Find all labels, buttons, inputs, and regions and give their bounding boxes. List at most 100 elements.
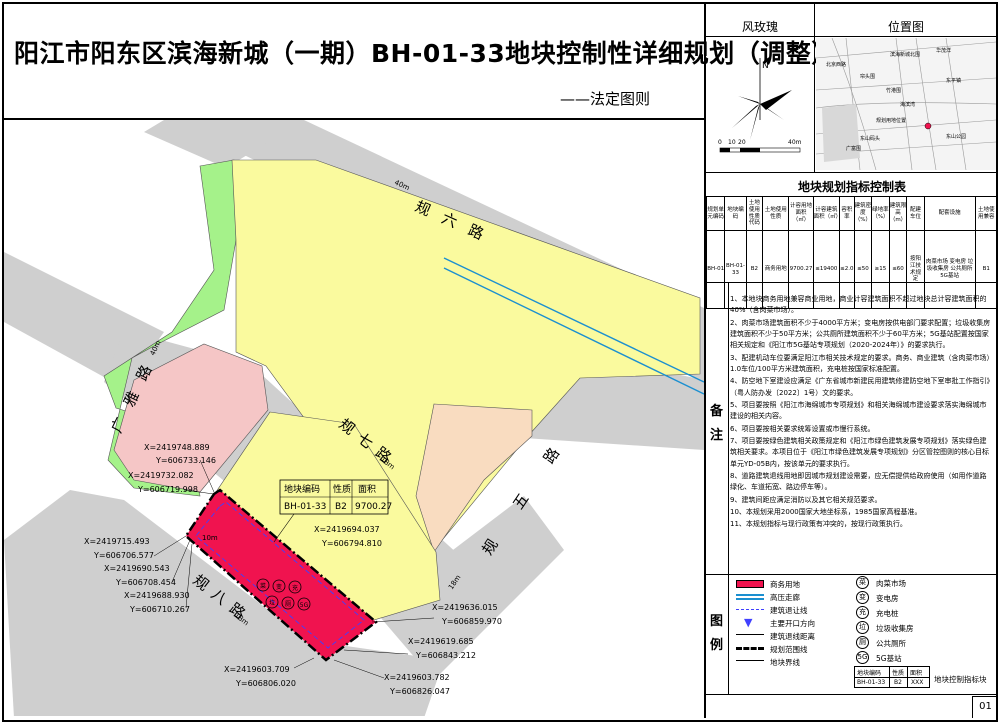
table-row: BH-01 BH-01-33 B2 商务用地 9700.27 ≤19400 ≤2… (705, 230, 999, 309)
legend-label: 商务用地 (770, 580, 800, 589)
legend-sample-block: 地块编码 性质 面积 BH-01-33 B2 XXX (854, 666, 930, 688)
loc-label-2: 华茂洋 (936, 47, 951, 54)
col-header: 配建车位 (906, 196, 925, 231)
loc-label-1: 滨海新城北围 (890, 51, 920, 58)
legend-label: 垃圾收集房 (876, 624, 914, 633)
legend-heading: 图 例 (706, 574, 728, 694)
table-cell: ≤2.0 (839, 230, 855, 309)
loc-label-10: 北京西路 (826, 61, 846, 68)
note-item: 9、建筑间距应满足消防以及其它相关规范要求。 (730, 495, 882, 504)
coord-9-y: Y=606806.020 (235, 679, 296, 688)
sample-v3: XXX (911, 679, 924, 686)
loc-label-7: 东平镇 (946, 77, 961, 84)
legend-label: 高压走廊 (770, 593, 800, 602)
col-header: 土地使用性质代码 (745, 196, 763, 231)
parcel-box-h2: 性质 (333, 483, 351, 495)
legend-label: 公共厕所 (876, 639, 906, 648)
parcel-info-box[interactable]: 地块编码 性质 面积 BH-01-33 B2 9700.27 (273, 479, 392, 543)
icon-toilet: 厕 (285, 601, 291, 608)
market-icon: 菜 (856, 576, 869, 589)
garbage-icon: 垃 (856, 621, 869, 634)
coord-6-y: Y=606794.810 (321, 539, 382, 548)
scale-40m: 40m (788, 139, 802, 146)
note-item: 5、项目要按照《阳江市海绵城市专项规划》和相关海绵城市建设要求落实海绵城市建设的… (730, 400, 987, 421)
col-header: 土地使用兼容 (974, 196, 999, 231)
coord-7-x: X=2419636.015 (432, 603, 498, 612)
coord-5-y: Y=606710.267 (129, 605, 190, 614)
loc-label-9: 东山公园 (946, 133, 966, 140)
coordinate-leaders (153, 459, 435, 679)
location-map[interactable]: 规划用地位置 滨海新城北围 华茂洋 竹港围 海滨湾 帘头围 广富围 东平镇 东山… (816, 38, 996, 170)
parcel-peach (415, 403, 533, 553)
legend-swatch-boundary (736, 647, 764, 655)
note-item: 2、肉菜市场建筑面积不少于4000平方米；变电房按供电部门要求配置；垃圾收集房建… (730, 318, 991, 350)
legend-heading-char: 图 (710, 614, 724, 629)
col-header: 土地使用性质 (761, 196, 790, 231)
note-item: 3、配建机动车位要满足阳江市相关技术规定的要求。商务、商业建筑（含肉菜市场）1.… (730, 353, 990, 373)
coord-1-y: Y=606733.146 (155, 456, 216, 465)
parcel-box-v2: B2 (335, 502, 347, 512)
sheet-number: 01 (972, 696, 998, 718)
legend-swatch-commercial (736, 580, 764, 588)
toilet-icon: 厕 (856, 636, 869, 649)
north-icon: N (762, 61, 769, 71)
parcel-box-h3: 面积 (358, 483, 376, 495)
loc-label-3: 竹港围 (886, 87, 901, 94)
legend-label: 肉菜市场 (876, 579, 906, 588)
divider (728, 282, 729, 694)
note-item: 4、防空地下室建设应满足《广东省城市新建民用建筑修建防空地下室审批工作指引》（粤… (730, 377, 990, 397)
coord-10-x: X=2419603.782 (384, 673, 450, 682)
col-header: 计容建筑面积（㎡） (812, 196, 841, 231)
legend-label: 主要开口方向 (770, 619, 815, 628)
high-voltage-corridor (443, 257, 704, 395)
col-header: 容积率 (839, 196, 855, 231)
table-cell: B1 (974, 230, 999, 309)
legend-label: 建筑退让线 (770, 606, 808, 615)
note-item: 7、项目要按绿色建筑相关政策规定和《阳江市绿色建筑发展专项规划》落实绿色建筑相关… (730, 436, 989, 468)
info-panel: 风玫瑰 位置图 N 0 10 20 40m (704, 4, 999, 718)
icon-5g: 5G (300, 602, 309, 609)
divider (706, 282, 998, 283)
sample-h2: 性质 (892, 670, 905, 677)
coord-10-y: Y=606826.047 (389, 687, 450, 696)
table-cell: 肉菜市场 变电房 垃圾收集房 公共厕所 5G基站 (923, 230, 976, 309)
icon-charger: 充 (292, 584, 298, 592)
loc-label-8: 东山码头 (860, 135, 880, 142)
coord-4-y: Y=606708.454 (115, 578, 176, 587)
location-heading: 位置图 (887, 20, 924, 34)
notes-list: 1、本地块商务用地兼容商业用地，商业计容建筑面积不超过地块总计容建筑面积的40%… (730, 294, 992, 532)
table-cell: B2 (745, 230, 763, 309)
table-cell: ≤19400 (812, 230, 841, 309)
divider (814, 4, 815, 172)
drawing-subtitle: ——法定图则 (560, 90, 651, 108)
icon-garbage: 垃 (269, 599, 275, 607)
loc-label-6: 广富围 (846, 145, 861, 152)
main-map[interactable]: 10m 菜 变 充 垃 厕 5G 地块编码 性质 面积 BH-0 (4, 118, 704, 716)
col-header: 规划单元编码 (705, 196, 726, 231)
sample-h1: 地块编码 (857, 670, 882, 677)
scale-0: 0 (718, 139, 722, 146)
legend-swatch-setback (736, 609, 764, 611)
scale-20: 20 (738, 139, 746, 146)
legend-heading-char: 例 (710, 638, 724, 653)
legend-label: 5G基站 (876, 654, 902, 663)
setback-label: 10m (202, 534, 218, 542)
coord-2-x: X=2419732.082 (128, 471, 194, 480)
loc-label-site: 规划用地位置 (876, 117, 906, 124)
compass-heading: 风玫瑰 (741, 20, 778, 34)
charger-icon: 充 (856, 606, 869, 619)
table-cell: 商务用地 (761, 230, 790, 309)
facility-icons: 菜 变 充 垃 厕 5G (256, 578, 311, 611)
parcel-box-v3: 9700.27 (355, 502, 392, 512)
drawing-title: 阳江市阳东区滨海新城（一期）BH-01-33地块控制性详细规划（调整） (14, 39, 837, 68)
legend-label: 变电房 (876, 594, 899, 603)
coord-8-y: Y=606843.212 (415, 651, 476, 660)
sample-v2: B2 (894, 679, 902, 686)
col-header: 地块编码 (724, 196, 747, 231)
notes-heading-char: 注 (710, 428, 724, 443)
parcel-bh-01-33[interactable] (184, 488, 378, 662)
col-header: 建筑密度（%） (853, 196, 873, 231)
legend-label: 地块控制指标块 (934, 675, 987, 684)
note-item: 1、本地块商务用地兼容商业用地，商业计容建筑面积不超过地块总计容建筑面积的40%… (730, 295, 987, 315)
col-header: 建筑限高（m） (888, 196, 908, 231)
